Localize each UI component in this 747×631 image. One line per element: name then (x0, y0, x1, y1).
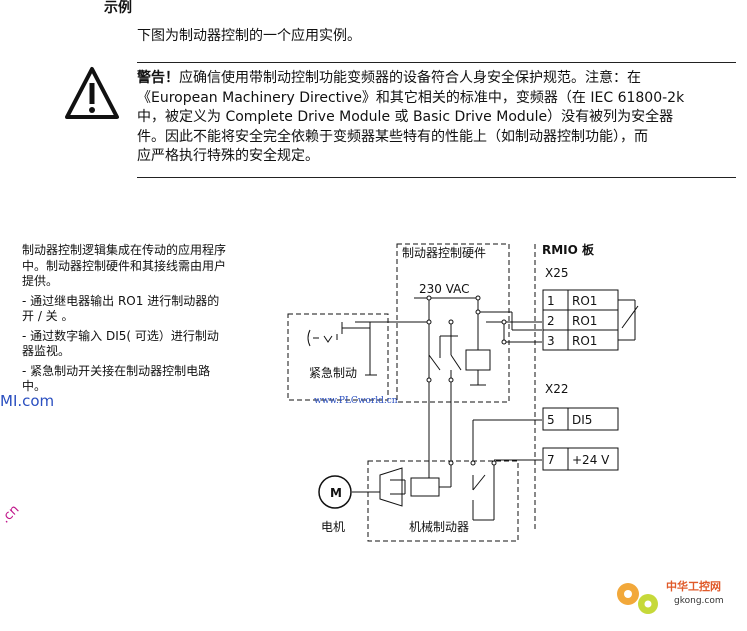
brake-box (367, 460, 519, 542)
watermark-left: MI.com (0, 392, 55, 410)
gear-icon (617, 583, 658, 614)
side-note-para: 制动器控制逻辑集成在传动的应用程序中。制动器控制硬件和其接线需由用户提供。 (22, 243, 227, 288)
intro-text: 下图为制动器控制的一个应用实例。 (137, 28, 361, 44)
warning-line-3: 中，被定义为 Complete Drive Module 或 Basic Dri… (137, 109, 674, 125)
x25-label: X25 (545, 266, 569, 280)
watermark-pink: .cn (0, 502, 23, 527)
x22-terminal-name: DI5 (572, 413, 592, 427)
top-rule (137, 62, 736, 63)
hardware-label: 制动器控制硬件 (402, 246, 486, 260)
x22-terminal-num: 7 (547, 453, 555, 467)
warning-line-5: 应严格执行特殊的安全规定。 (137, 148, 319, 164)
x22-terminal-num: 5 (547, 413, 555, 427)
x22-label: X22 (545, 382, 569, 396)
brake-control-diagram: 制动器控制硬件 RMIO 板 X25 230 VAC 紧急制动 www.PLCw… (287, 242, 639, 542)
x25-terminal-name: RO1 (572, 314, 597, 328)
warning-icon (65, 67, 119, 119)
board-label: RMIO 板 (542, 242, 595, 257)
bottom-rule (137, 177, 736, 178)
emergency-label: 紧急制动 (309, 365, 357, 380)
side-note-para: - 紧急制动开关接在制动器控制电路中。 (22, 363, 211, 394)
section-heading: 示例 (104, 0, 132, 16)
warning-line-1: 应确信使用带制动控制功能变频器的设备符合人身安全保护规范。注意：在 (179, 70, 641, 86)
gkong-logo: 中华工控网 gkong.com (617, 579, 724, 614)
x25-terminal-num: 3 (547, 334, 555, 348)
logo-text: 中华工控网 (666, 579, 721, 593)
logo-domain: gkong.com (674, 596, 724, 606)
hardware-box (396, 243, 510, 403)
warning-label: 警告！ (137, 70, 179, 86)
side-note: 制动器控制逻辑集成在传动的应用程序中。制动器控制硬件和其接线需由用户提供。 - … (22, 243, 227, 399)
emergency-box (287, 313, 389, 401)
warning-text: 警告！应确信使用带制动控制功能变频器的设备符合人身安全保护规范。注意：在 《Eu… (137, 69, 737, 167)
x25-terminal-num: 2 (547, 314, 555, 328)
side-note-para: - 通过继电器输出 RO1 进行制动器的 开 / 关 。 (22, 293, 220, 324)
x25-terminal-name: RO1 (572, 334, 597, 348)
diagram-watermark: www.PLCworld.cn (314, 396, 398, 406)
x25-terminal-name: RO1 (572, 294, 597, 308)
motor-symbol: M (330, 486, 342, 500)
x25-terminal-num: 1 (547, 294, 555, 308)
motor-label: 电机 (321, 520, 345, 534)
voltage-label: 230 VAC (419, 282, 470, 296)
warning-line-4: 件。因此不能将安全完全依赖于变频器某些特有的性能上（如制动器控制功能），而 (137, 128, 648, 145)
warning-line-2: 《European Machinery Directive》和其它相关的标准中，… (137, 89, 685, 106)
brake-label: 机械制动器 (409, 519, 469, 534)
x22-terminal-name: +24 V (572, 453, 610, 467)
side-note-para: - 通过数字输入 DI5( 可选）进行制动器监视。 (22, 328, 219, 359)
